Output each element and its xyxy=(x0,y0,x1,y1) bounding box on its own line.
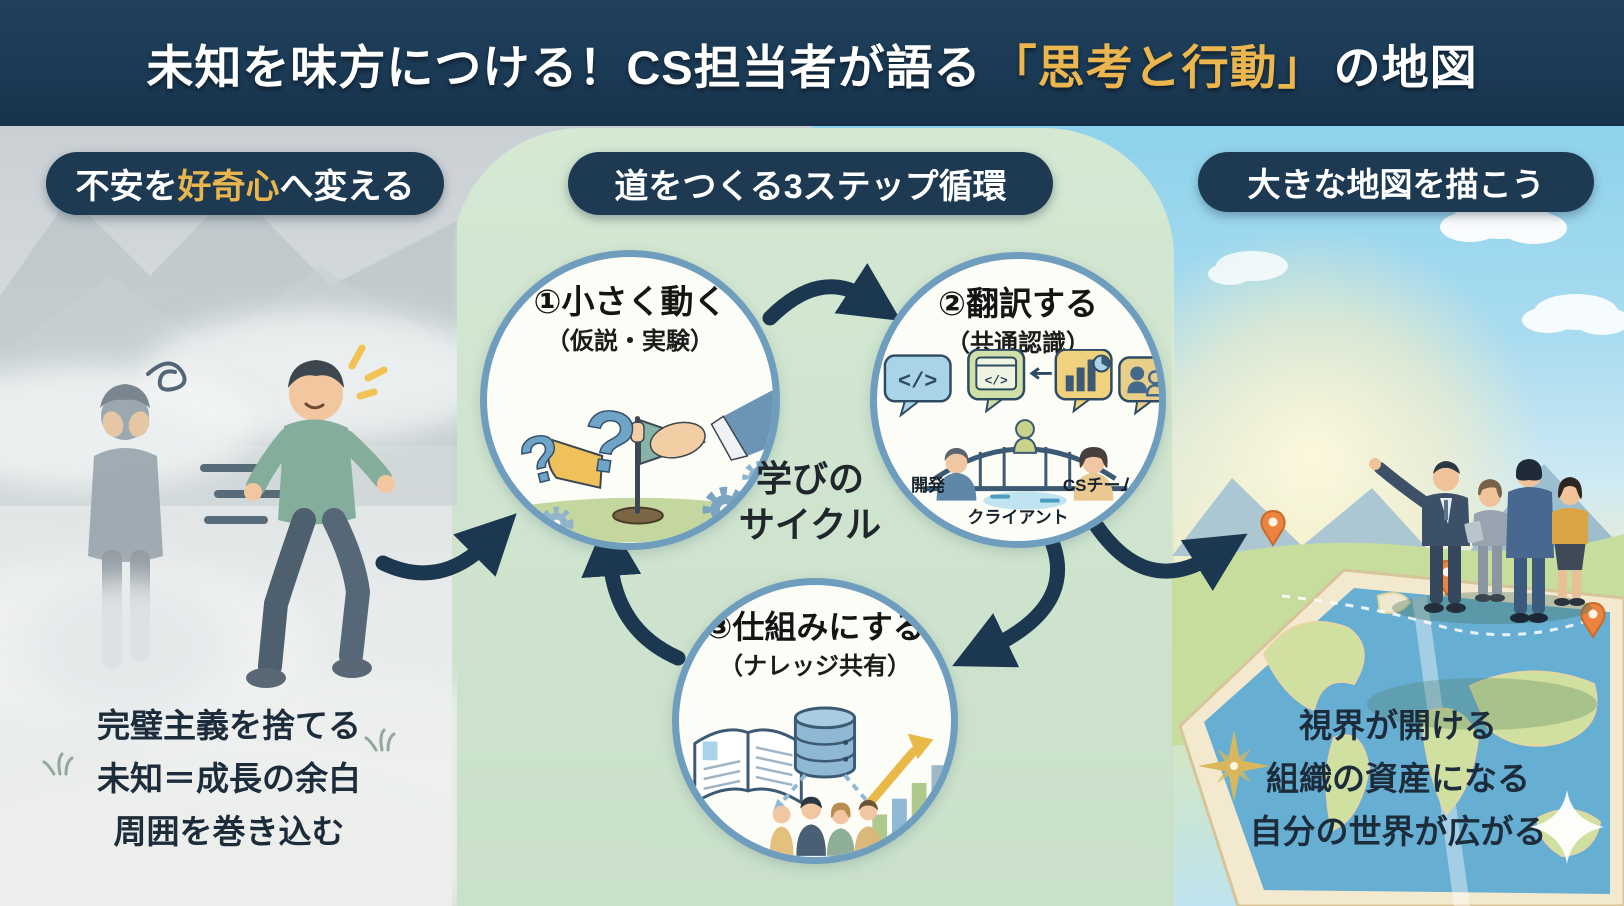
route-line-icon xyxy=(1281,594,1591,637)
bullet-item: 未知＝成長の余白 xyxy=(97,759,361,797)
map-scene-illustration xyxy=(1172,197,1624,906)
pointing-man-illustration xyxy=(1369,458,1470,613)
growth-arrow-icon xyxy=(863,733,934,810)
step1-subtitle: （仮説・実験） xyxy=(546,327,714,355)
grass-icon xyxy=(42,728,396,776)
code-speech-bubble-icon: </> xyxy=(883,354,952,418)
bullet-item: 完璧主義を捨てる xyxy=(97,707,361,744)
translate-arrow-icon xyxy=(1029,367,1052,380)
man-back-view-illustration xyxy=(1506,459,1554,623)
page-title: 未知を味方につける！CS担当者が語る「思考と行動」の地図 xyxy=(146,29,1477,98)
step3-title: ③仕組みにする xyxy=(705,609,925,645)
woman-yellow-illustration xyxy=(1552,477,1588,606)
anxious-person-illustration xyxy=(30,361,220,714)
sparkle-marks-icon xyxy=(348,344,388,400)
speed-lines-icon xyxy=(200,464,300,524)
bullet-item: 周囲を巻き込む xyxy=(113,812,345,850)
badge-left-pre: 不安を xyxy=(75,168,178,206)
step1-title: ①小さく動く xyxy=(533,283,727,320)
hand-planting-flag-icon xyxy=(630,389,773,461)
people-group-icon xyxy=(769,796,883,856)
cycle-label-line2: サイクル xyxy=(738,504,882,546)
badge-center-panel: 道をつくる3ステップ循環 xyxy=(568,152,1053,215)
badge-left-post: へ変える xyxy=(279,168,415,206)
chart-speech-bubble-icon xyxy=(1054,349,1113,414)
water-icon xyxy=(990,494,1060,503)
woman-with-tablet-illustration xyxy=(1464,479,1510,602)
sparkle-icon xyxy=(1530,790,1604,864)
header-bar: 未知を味方につける！CS担当者が語る「思考と行動」の地図 xyxy=(0,0,1624,126)
people-speech-bubble-icon xyxy=(1118,356,1159,416)
dashed-arrow-icon xyxy=(780,773,870,804)
team-illustration xyxy=(1369,458,1592,624)
bridge-label-cs-team: CSチーム xyxy=(1062,476,1137,495)
badge-right-panel: 大きな地図を描こう xyxy=(1198,152,1594,212)
title-pre: 未知を味方につける！CS担当者が語る xyxy=(146,40,982,94)
bullet-item: 組織の資産になる xyxy=(1266,759,1530,797)
book-icon xyxy=(693,728,803,805)
fog-scene-illustration xyxy=(0,188,457,906)
svg-text:</>: </> xyxy=(985,373,1008,388)
walking-person-illustration xyxy=(244,344,395,688)
plant-flag-illustration: ? ? xyxy=(496,389,773,543)
cycle-label: 学びの サイクル xyxy=(710,456,910,548)
badge-left-panel: 不安を好奇心へ変える xyxy=(46,152,444,215)
title-post: の地図 xyxy=(1333,40,1478,94)
bullets-right: 視界が開ける 組織の資産になる 自分の世界が広がる xyxy=(1178,700,1618,858)
step2-title: ②翻訳する xyxy=(938,285,1098,322)
title-highlight: 「思考と行動」 xyxy=(989,40,1326,94)
gear-icon xyxy=(539,460,773,541)
developer-person-icon xyxy=(936,447,977,501)
world-map-illustration xyxy=(1178,509,1624,906)
bar-chart-icon xyxy=(872,765,947,856)
bridge-label-client: クライアント xyxy=(967,508,1069,527)
svg-text:</>: </> xyxy=(898,369,937,394)
code-window-speech-bubble-icon: </> xyxy=(967,349,1026,414)
person-on-bridge-icon xyxy=(1013,419,1037,454)
badge-right-label: 大きな地図を描こう xyxy=(1247,166,1545,203)
knowledge-share-illustration xyxy=(693,706,947,856)
bullet-item: 自分の世界が広がる xyxy=(1249,812,1547,850)
step-circle-1: ①小さく動く （仮説・実験） ? ? xyxy=(480,250,780,550)
bullets-left: 完璧主義を捨てる 未知＝成長の余白 周囲を巻き込む xyxy=(14,700,444,858)
bridge-label-dev: 開発 xyxy=(911,476,945,495)
bridge-translation-illustration: </> </> xyxy=(883,349,1159,510)
cs-person-icon xyxy=(1073,446,1114,501)
step3-subtitle: （ナレッジ共有） xyxy=(719,652,911,680)
svg-text:?: ? xyxy=(512,419,569,500)
compass-icon xyxy=(1198,730,1270,802)
dizzy-scribble-icon xyxy=(146,361,187,392)
database-icon xyxy=(793,706,857,779)
badge-left-highlight: 好奇心 xyxy=(177,168,280,206)
step-circle-3: ③仕組みにする （ナレッジ共有） xyxy=(672,578,958,864)
bullet-item: 視界が開ける xyxy=(1299,707,1497,744)
cycle-label-line1: 学びの xyxy=(755,458,864,499)
badge-center-label: 道をつくる3ステップ循環 xyxy=(614,168,1007,206)
question-mark-icon: ? ? xyxy=(512,389,643,500)
svg-text:?: ? xyxy=(576,390,643,494)
step-circle-2: ②翻訳する （共通認識） </> </> xyxy=(870,252,1166,548)
yellow-flag-icon xyxy=(547,438,604,490)
